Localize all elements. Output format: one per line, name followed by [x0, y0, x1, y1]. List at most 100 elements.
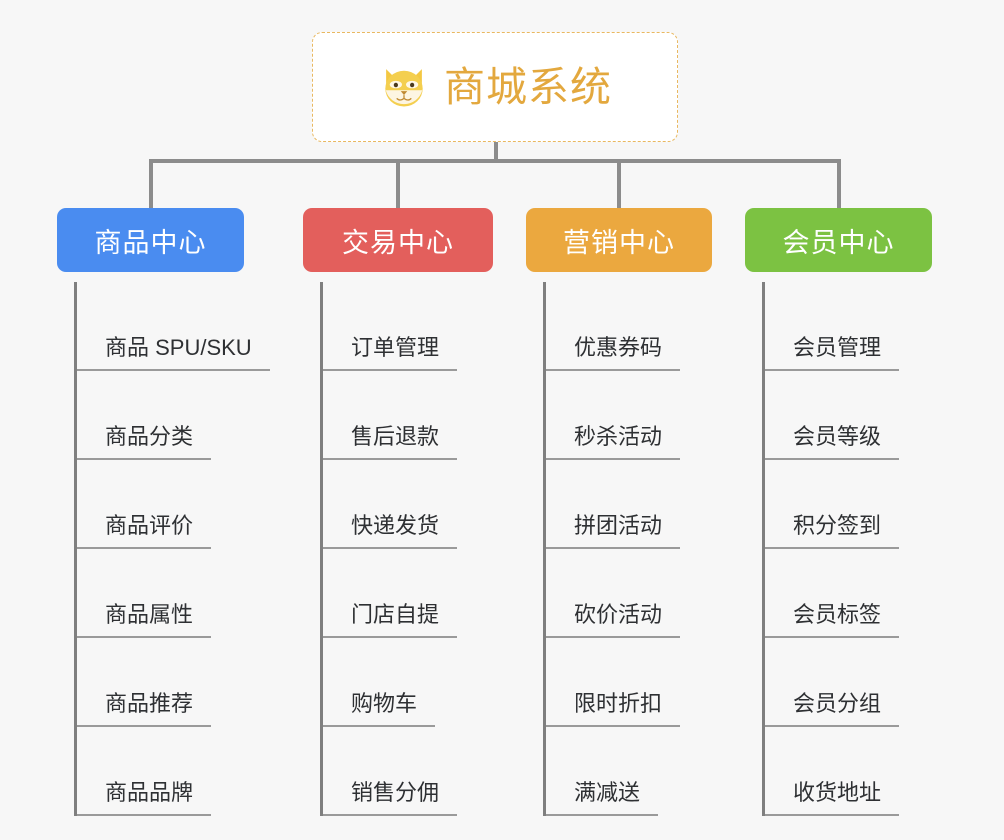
leaf-label: 秒杀活动 — [574, 423, 663, 449]
leaf-item[interactable]: 会员标签 — [745, 549, 932, 638]
leaf-underline: 会员管理 — [765, 334, 900, 371]
leaf-item[interactable]: 商品属性 — [57, 549, 244, 638]
leaf-item[interactable]: 会员管理 — [745, 282, 932, 371]
leaf-item[interactable]: 优惠券码 — [526, 282, 712, 371]
leaf-underline: 商品品牌 — [77, 779, 212, 816]
category-label: 营销中心 — [563, 227, 675, 258]
leaf-item[interactable]: 商品 SPU/SKU — [57, 282, 270, 371]
leaf-label: 商品推荐 — [105, 690, 194, 716]
leaf-label: 会员等级 — [793, 423, 882, 449]
leaf-label: 限时折扣 — [574, 690, 663, 716]
leaf-label: 商品分类 — [105, 423, 194, 449]
leaf-item[interactable]: 商品分类 — [57, 371, 244, 460]
leaf-underline: 销售分佣 — [323, 779, 458, 816]
leaf-item[interactable]: 商品评价 — [57, 460, 244, 549]
leaf-underline: 砍价活动 — [546, 601, 681, 638]
leaf-item[interactable]: 售后退款 — [303, 371, 493, 460]
leaf-underline: 会员标签 — [765, 601, 900, 638]
shiba-dog-face-icon — [385, 69, 423, 107]
leaf-underline: 限时折扣 — [546, 690, 681, 727]
leaf-item[interactable]: 快递发货 — [303, 460, 493, 549]
leaf-label: 拼团活动 — [574, 512, 663, 538]
leaf-underline: 快递发货 — [323, 512, 458, 549]
connector-drop-marketing-center — [617, 159, 621, 209]
leaf-item[interactable]: 订单管理 — [303, 282, 493, 371]
connector-root-stem — [494, 142, 498, 162]
leaf-label: 会员分组 — [793, 690, 882, 716]
leaf-underline: 秒杀活动 — [546, 423, 681, 460]
leaf-underline: 会员等级 — [765, 423, 900, 460]
leaf-item[interactable]: 收货地址 — [745, 727, 932, 816]
leaf-list-marketing-center: 优惠券码秒杀活动拼团活动砍价活动限时折扣满减送 — [526, 282, 712, 816]
leaf-label: 积分签到 — [793, 512, 882, 538]
leaf-label: 销售分佣 — [351, 779, 440, 805]
leaf-label: 门店自提 — [351, 601, 440, 627]
leaf-underline: 拼团活动 — [546, 512, 681, 549]
leaf-underline: 积分签到 — [765, 512, 900, 549]
category-node-member-center[interactable]: 会员中心 — [745, 208, 932, 272]
leaf-item[interactable]: 销售分佣 — [303, 727, 493, 816]
connector-drop-trade-center — [396, 159, 400, 209]
leaf-item[interactable]: 会员等级 — [745, 371, 932, 460]
leaf-item[interactable]: 限时折扣 — [526, 638, 712, 727]
branch-column-product-center: 商品中心商品 SPU/SKU 商品分类商品评价商品属性商品推荐商品品牌 — [57, 208, 270, 816]
connector-horizontal-bar — [149, 159, 841, 163]
leaf-label: 优惠券码 — [574, 334, 663, 360]
leaf-item[interactable]: 购物车 — [303, 638, 493, 727]
leaf-item[interactable]: 砍价活动 — [526, 549, 712, 638]
category-label: 交易中心 — [342, 227, 454, 258]
leaf-label: 商品属性 — [105, 601, 194, 627]
trunk-line-member-center — [762, 282, 765, 816]
leaf-label: 会员管理 — [793, 334, 882, 360]
leaf-label: 订单管理 — [351, 334, 440, 360]
category-label: 商品中心 — [94, 227, 207, 258]
leaf-underline: 优惠券码 — [546, 334, 681, 371]
branch-column-trade-center: 交易中心订单管理售后退款快递发货门店自提购物车销售分佣 — [303, 208, 493, 816]
leaf-item[interactable]: 门店自提 — [303, 549, 493, 638]
leaf-label: 售后退款 — [351, 423, 440, 449]
leaf-list-trade-center: 订单管理售后退款快递发货门店自提购物车销售分佣 — [303, 282, 493, 816]
connector-drop-member-center — [837, 159, 841, 209]
leaf-item[interactable]: 商品推荐 — [57, 638, 244, 727]
leaf-underline: 售后退款 — [323, 423, 458, 460]
category-node-trade-center[interactable]: 交易中心 — [303, 208, 493, 272]
leaf-underline: 商品 SPU/SKU — [77, 334, 270, 371]
branch-column-member-center: 会员中心会员管理会员等级积分签到会员标签会员分组收货地址 — [745, 208, 932, 816]
leaf-label: 商品品牌 — [105, 779, 194, 805]
leaf-underline: 购物车 — [323, 690, 436, 727]
leaf-item[interactable]: 秒杀活动 — [526, 371, 712, 460]
branch-column-marketing-center: 营销中心优惠券码秒杀活动拼团活动砍价活动限时折扣满减送 — [526, 208, 712, 816]
leaf-underline: 满减送 — [546, 779, 659, 816]
leaf-underline: 收货地址 — [765, 779, 900, 816]
category-node-marketing-center[interactable]: 营销中心 — [526, 208, 712, 272]
leaf-underline: 会员分组 — [765, 690, 900, 727]
trunk-line-product-center — [74, 282, 77, 816]
leaf-item[interactable]: 拼团活动 — [526, 460, 712, 549]
leaf-label: 购物车 — [351, 690, 418, 716]
leaf-label: 满减送 — [574, 779, 641, 805]
trunk-line-trade-center — [320, 282, 323, 816]
leaf-item[interactable]: 商品品牌 — [57, 727, 244, 816]
leaf-label: 快递发货 — [351, 512, 440, 538]
leaf-underline: 门店自提 — [323, 601, 458, 638]
connector-drop-product-center — [149, 159, 153, 209]
trunk-line-marketing-center — [543, 282, 546, 816]
root-node[interactable]: 商城系统 — [312, 32, 678, 142]
leaf-label: 收货地址 — [793, 779, 882, 805]
leaf-underline: 商品属性 — [77, 601, 212, 638]
leaf-list-product-center: 商品 SPU/SKU 商品分类商品评价商品属性商品推荐商品品牌 — [57, 282, 270, 816]
root-title: 商城系统 — [444, 63, 612, 110]
leaf-label: 商品 SPU/SKU — [105, 334, 252, 360]
leaf-underline: 商品评价 — [77, 513, 212, 549]
leaf-item[interactable]: 满减送 — [526, 727, 712, 816]
leaf-item[interactable]: 会员分组 — [745, 638, 932, 727]
leaf-list-member-center: 会员管理会员等级积分签到会员标签会员分组收货地址 — [745, 282, 932, 816]
leaf-underline: 订单管理 — [323, 334, 458, 371]
leaf-underline: 商品推荐 — [77, 690, 212, 727]
leaf-label: 会员标签 — [793, 601, 882, 627]
category-label: 会员中心 — [782, 227, 895, 258]
leaf-label: 砍价活动 — [574, 601, 663, 627]
leaf-item[interactable]: 积分签到 — [745, 460, 932, 549]
category-node-product-center[interactable]: 商品中心 — [57, 208, 244, 272]
